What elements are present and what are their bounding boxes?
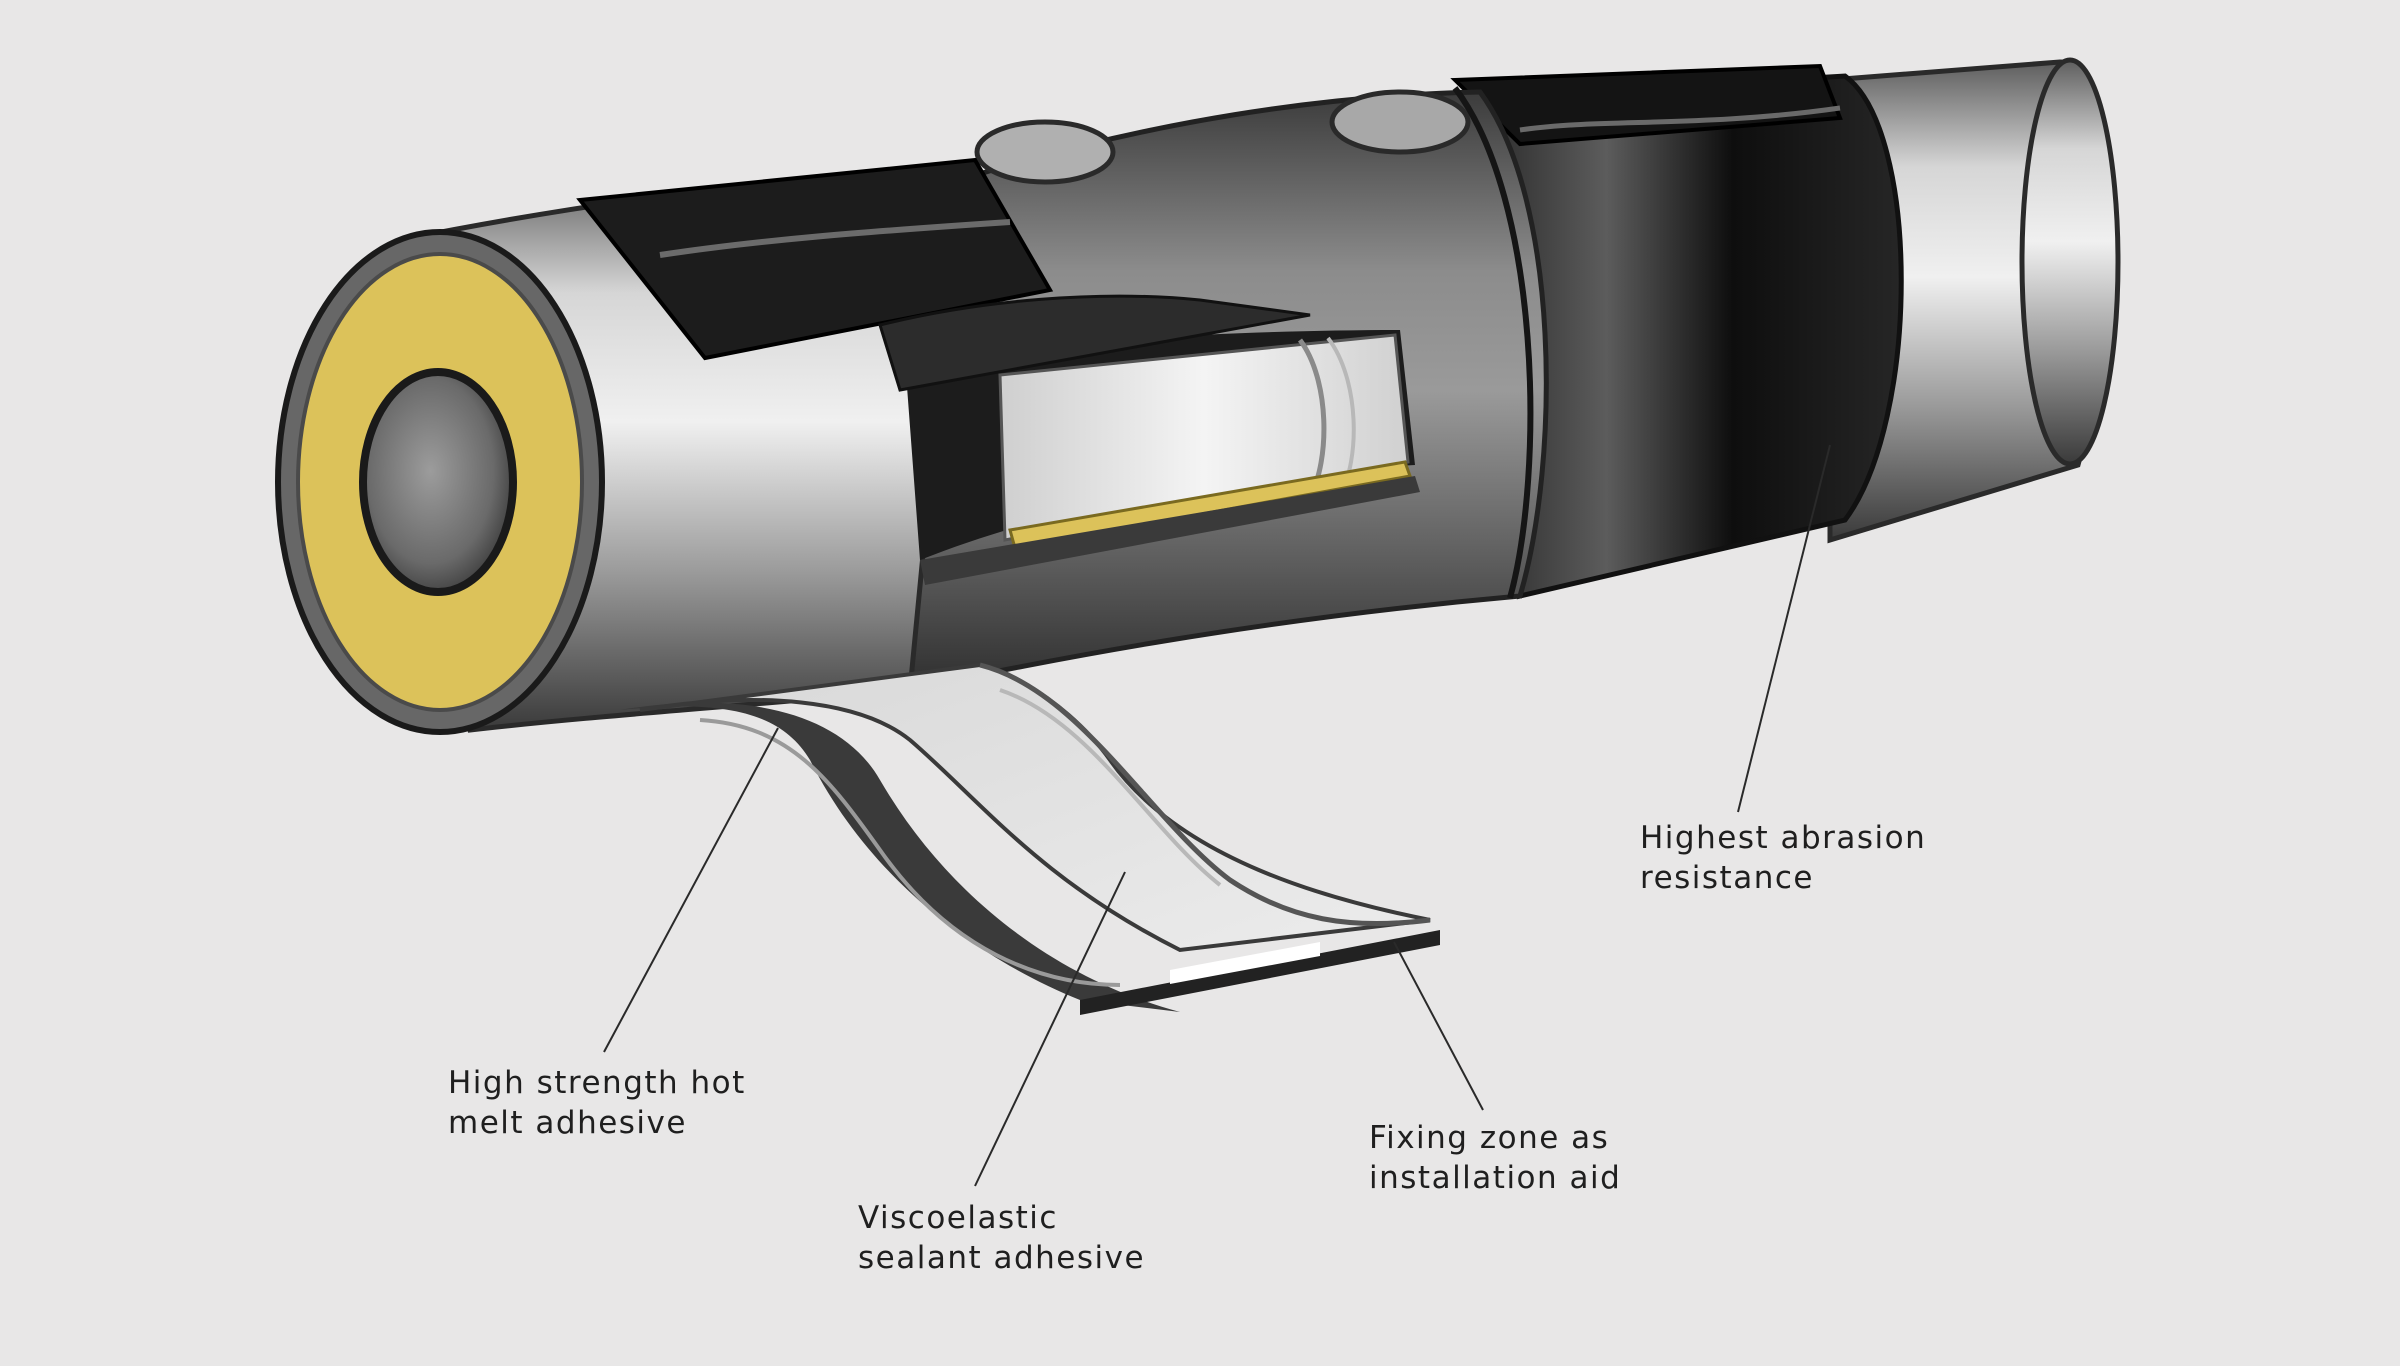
- peeled-tape-layer: [620, 662, 1440, 1015]
- callout-hot-melt-adhesive: High strength hot melt adhesive: [448, 1063, 746, 1143]
- cutaway-window: [905, 330, 1420, 585]
- callout-hotmelt-line2: melt adhesive: [448, 1105, 687, 1141]
- leader-line-fixing: [1393, 941, 1484, 1111]
- callout-fixing-zone: Fixing zone as installation aid: [1369, 1118, 1621, 1198]
- weld-bump-left: [974, 119, 1116, 185]
- callout-abrasion-resistance: Highest abrasion resistance: [1640, 818, 1926, 898]
- callout-abrasion-line1: Highest abrasion: [1640, 820, 1927, 856]
- callout-hotmelt-line1: High strength hot: [448, 1065, 746, 1101]
- pipe-end-face: [275, 229, 605, 735]
- leader-line-viscoelastic: [974, 871, 1126, 1187]
- weld-bump-right: [1329, 89, 1471, 155]
- pipe-bore: [359, 368, 517, 596]
- callout-abrasion-line2: resistance: [1640, 860, 1814, 896]
- steel-pipe-end: [1827, 57, 2121, 544]
- leader-line-hotmelt: [603, 727, 779, 1053]
- callout-viscoelastic-sealant: Viscoelastic sealant adhesive: [858, 1198, 1145, 1278]
- black-tape-strip-left: [576, 157, 1311, 392]
- black-abrasion-tape: [1450, 63, 1904, 600]
- callout-fixing-line1: Fixing zone as: [1369, 1120, 1610, 1156]
- callout-viscoelastic-line1: Viscoelastic: [858, 1200, 1058, 1236]
- callout-fixing-line2: installation aid: [1369, 1160, 1622, 1196]
- leader-line-abrasion: [1737, 444, 1831, 813]
- callout-viscoelastic-line2: sealant adhesive: [858, 1240, 1146, 1276]
